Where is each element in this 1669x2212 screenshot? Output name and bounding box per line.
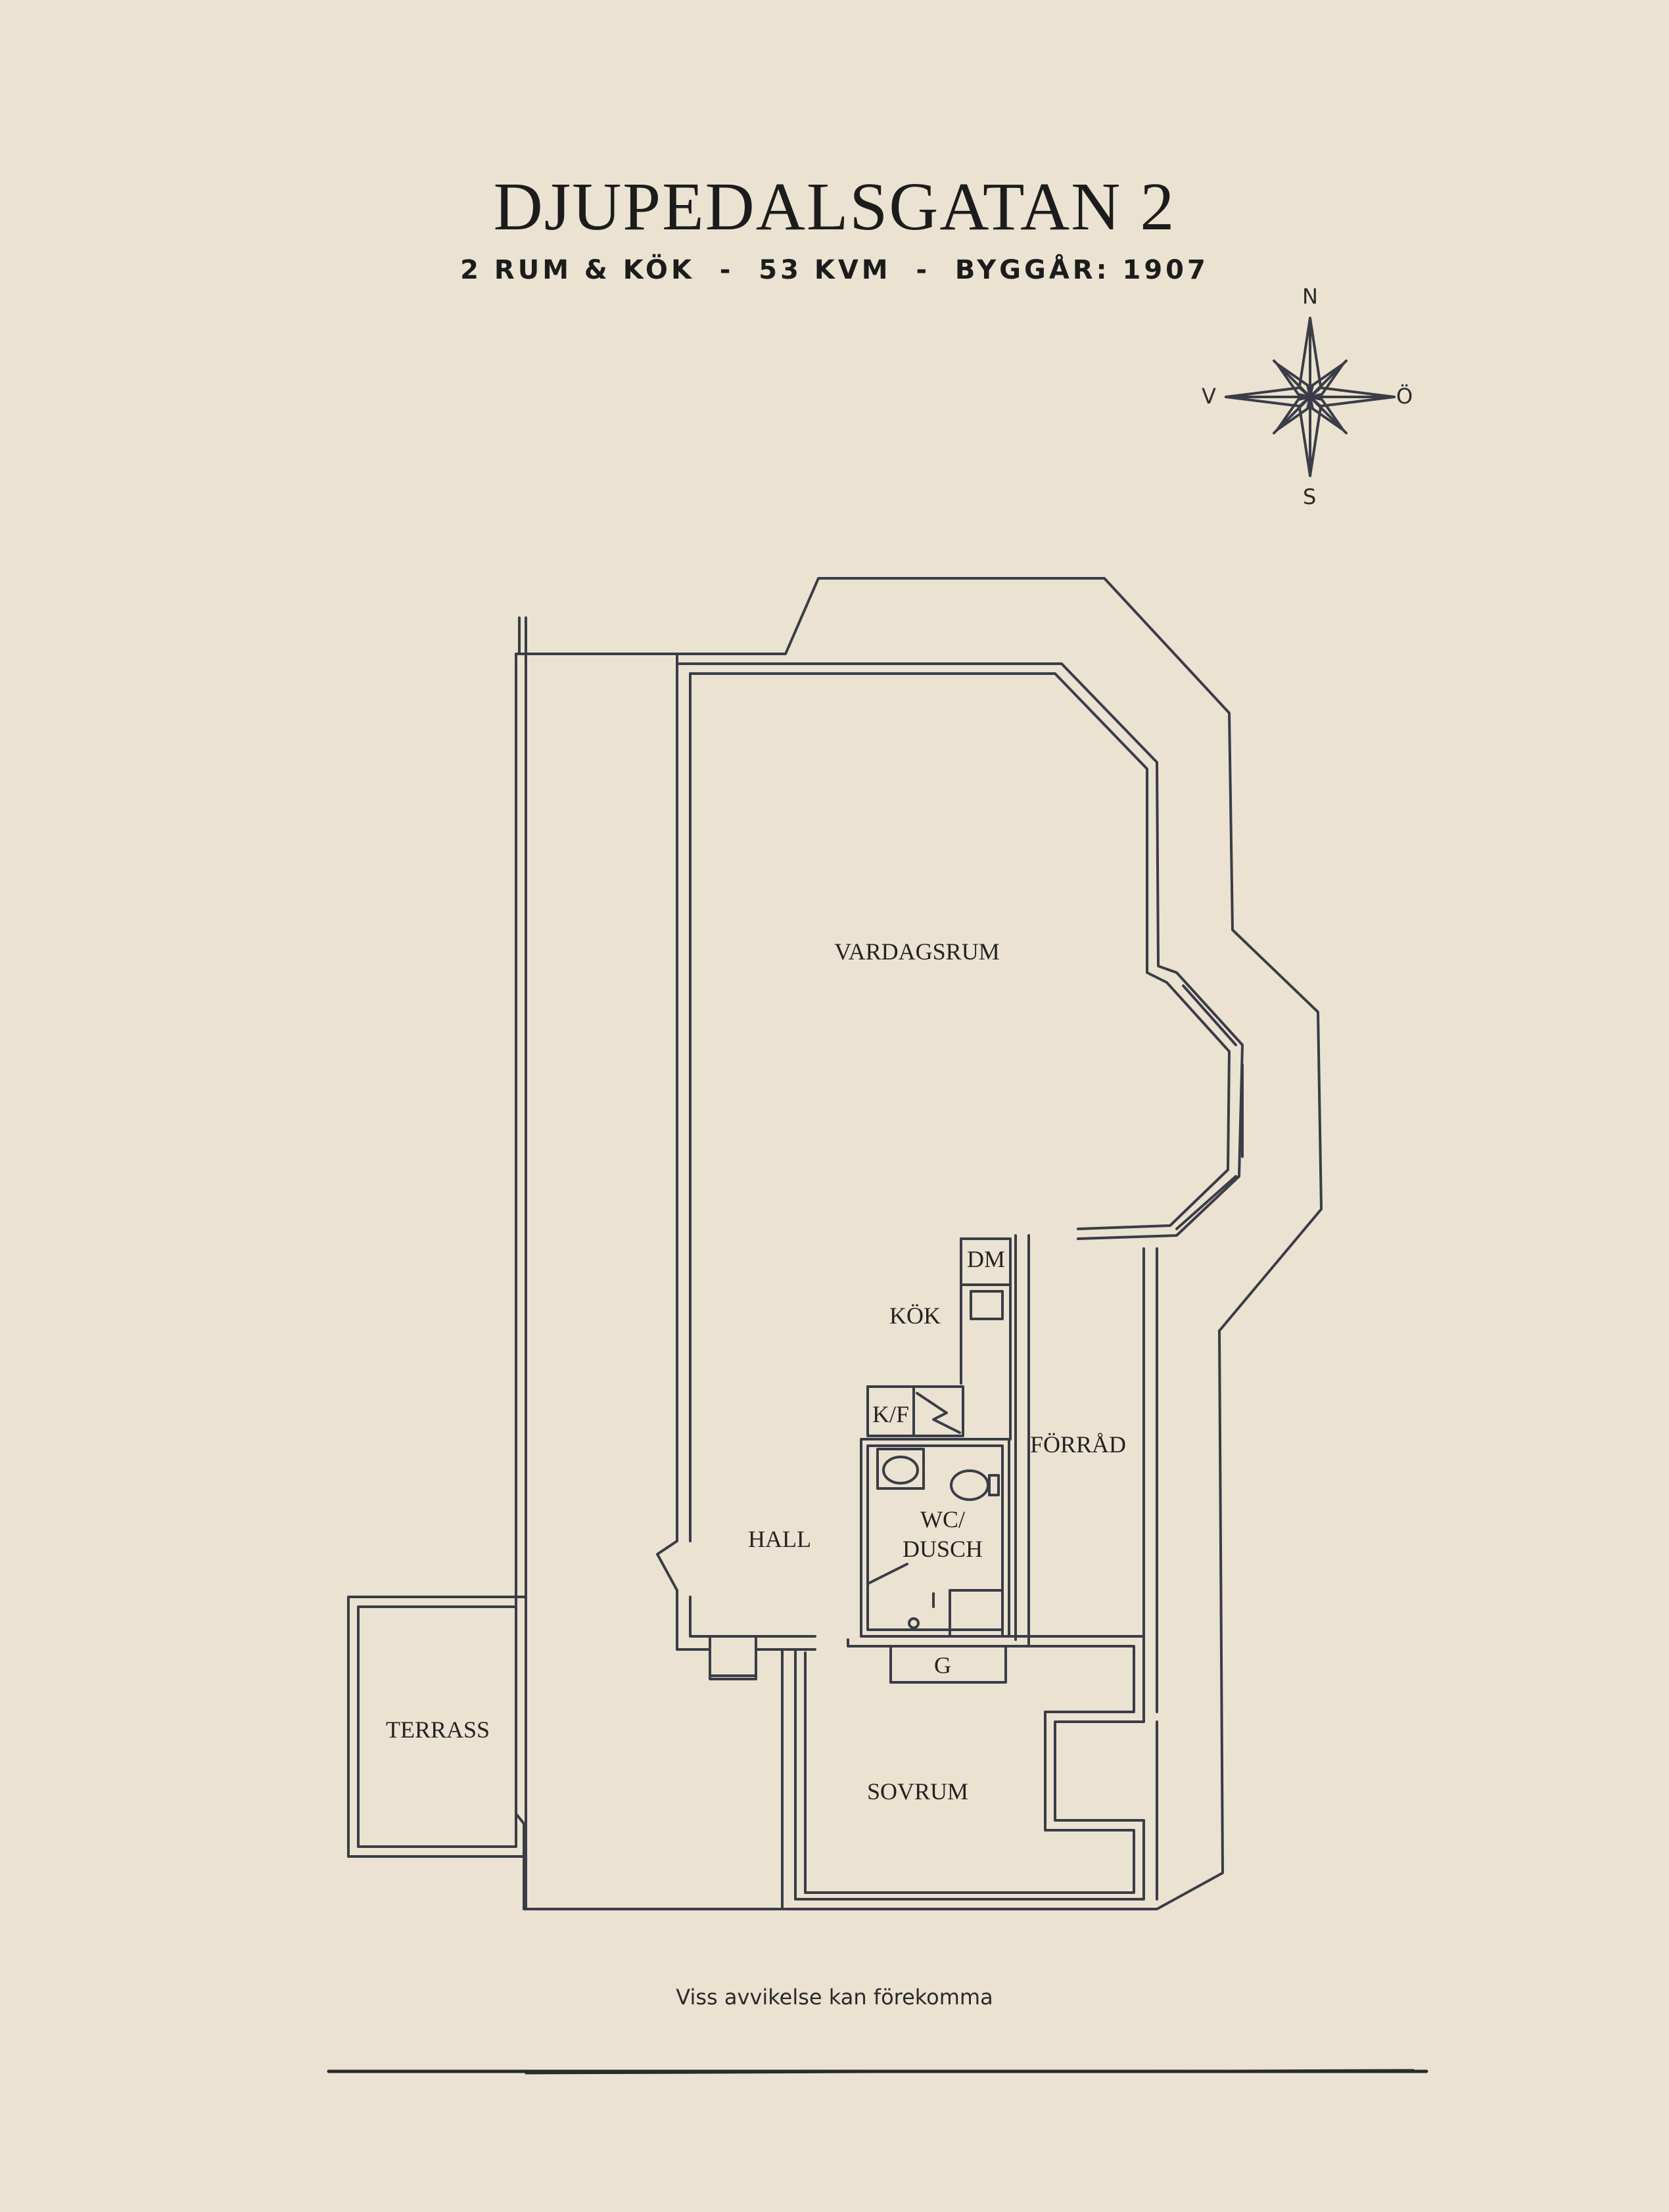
disclaimer-text: Viss avvikelse kan förekomma bbox=[676, 1985, 993, 2010]
compass-north: N bbox=[1302, 284, 1318, 309]
toilet-icon bbox=[950, 1469, 989, 1501]
living-room-wall-inner bbox=[689, 672, 1231, 1230]
room-label-kok: KÖK bbox=[889, 1302, 941, 1329]
room-label-wc: WC/ DUSCH bbox=[903, 1505, 983, 1564]
compass-west: V bbox=[1202, 384, 1216, 409]
room-label-kf: K/F bbox=[872, 1401, 910, 1427]
room-label-vardagsrum: VARDAGSRUM bbox=[834, 938, 1000, 965]
room-label-terrass: TERRASS bbox=[385, 1717, 490, 1743]
room-label-dm: DM bbox=[966, 1246, 1006, 1272]
stove-box bbox=[912, 1385, 964, 1437]
compass-east: Ö bbox=[1396, 384, 1413, 409]
bathroom-box bbox=[860, 1438, 1010, 1638]
g-box bbox=[889, 1645, 1007, 1684]
room-label-hall: HALL bbox=[748, 1526, 811, 1552]
outer-wall bbox=[515, 577, 1323, 1910]
room-label-wc-line1: WC/ bbox=[920, 1506, 965, 1532]
room-label-forrad: FÖRRÅD bbox=[1029, 1431, 1127, 1458]
compass-south: S bbox=[1303, 484, 1317, 509]
living-room-wall bbox=[676, 653, 1244, 1240]
bedroom-wall bbox=[771, 1635, 1145, 1910]
page-title: DJUPEDALSGATAN 2 bbox=[493, 169, 1176, 244]
room-label-g: G bbox=[934, 1652, 951, 1678]
room-label-wc-line2: DUSCH bbox=[902, 1536, 983, 1562]
property-summary: 2 RUM & KÖK - 53 KVM - BYGGÅR: 1907 bbox=[460, 255, 1209, 285]
room-label-sovrum: SOVRUM bbox=[866, 1778, 969, 1805]
